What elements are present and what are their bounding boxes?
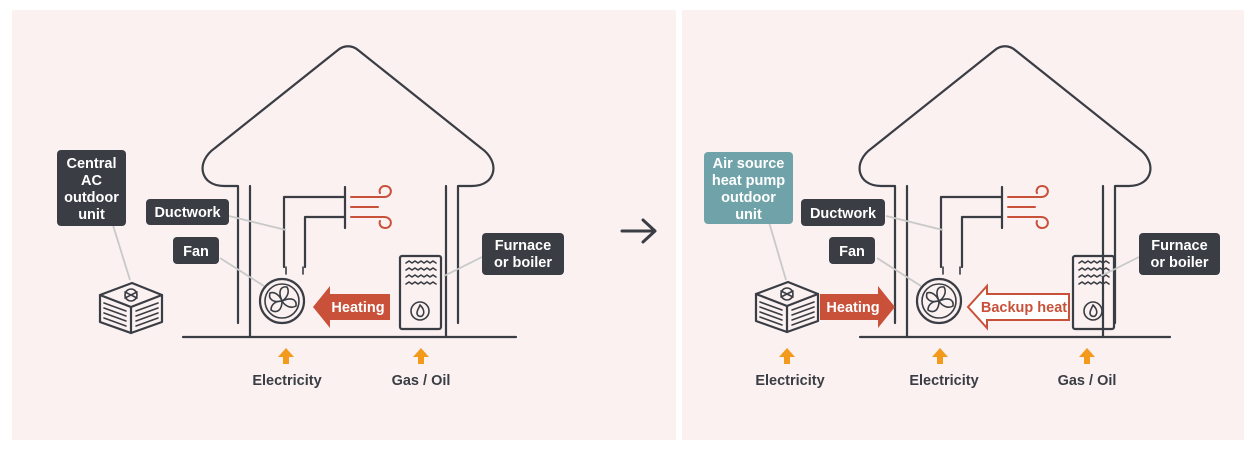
- heating-label: Heating: [826, 300, 879, 316]
- fan-icon: [915, 277, 963, 325]
- label-ductwork: Ductwork: [801, 199, 885, 226]
- heat-pump-outdoor-unit-icon: [754, 280, 820, 334]
- left-house: [181, 45, 518, 339]
- up-arrow-icon: [278, 348, 294, 364]
- left-electricity-source: Electricity: [252, 348, 322, 389]
- heat-pump-heating-arrow: Heating: [820, 286, 895, 328]
- label-fan: Fan: [173, 237, 219, 264]
- label-ductwork: Ductwork: [146, 199, 229, 225]
- furnace-icon: [1071, 254, 1116, 331]
- backup-heat-arrow: Backup heat: [966, 283, 1070, 331]
- right-gas-oil-source: Gas / Oil: [1058, 348, 1117, 389]
- right-fan-electricity-source: Electricity: [909, 348, 979, 389]
- svg-text:Electricity: Electricity: [252, 373, 321, 389]
- label-fan: Fan: [829, 237, 875, 264]
- svg-text:or boiler: or boiler: [1150, 255, 1208, 271]
- heating-arrow: Heating: [313, 286, 390, 328]
- fan-icon: [258, 277, 306, 325]
- warm-air-icon: [1007, 184, 1049, 230]
- svg-text:outdoor: outdoor: [64, 190, 119, 206]
- up-arrow-icon: [932, 348, 948, 364]
- svg-text:Electricity: Electricity: [755, 373, 824, 389]
- label-furnace-or-boiler: Furnace or boiler: [1139, 233, 1220, 275]
- right-ductwork: [939, 185, 1004, 275]
- svg-text:Fan: Fan: [183, 244, 209, 260]
- svg-text:Electricity: Electricity: [909, 373, 978, 389]
- svg-text:heat pump: heat pump: [712, 173, 785, 189]
- svg-text:Gas / Oil: Gas / Oil: [1058, 373, 1117, 389]
- svg-text:Ductwork: Ductwork: [810, 206, 877, 222]
- svg-text:AC: AC: [81, 173, 102, 189]
- svg-text:outdoor: outdoor: [721, 190, 776, 206]
- svg-text:Fan: Fan: [839, 244, 865, 260]
- label-air-source-heat-pump-outdoor-unit: Air source heat pump outdoor unit: [704, 152, 793, 224]
- heating-label: Heating: [331, 300, 384, 316]
- left-ductwork: [282, 185, 347, 275]
- label-central-ac-outdoor-unit: Central AC outdoor unit: [57, 150, 126, 226]
- svg-text:or boiler: or boiler: [494, 255, 552, 271]
- svg-text:Ductwork: Ductwork: [154, 205, 221, 221]
- warm-air-icon: [350, 184, 392, 230]
- left-gas-oil-source: Gas / Oil: [392, 348, 451, 389]
- backup-heat-label: Backup heat: [981, 300, 1067, 316]
- svg-text:Furnace: Furnace: [1151, 238, 1207, 254]
- up-arrow-icon: [1079, 348, 1095, 364]
- svg-text:unit: unit: [735, 207, 762, 223]
- furnace-icon: [398, 254, 443, 331]
- right-arrow-icon: [620, 218, 657, 244]
- right-heat-pump-electricity-source: Electricity: [755, 348, 825, 389]
- svg-text:Gas / Oil: Gas / Oil: [392, 373, 451, 389]
- ac-outdoor-unit-icon: [98, 281, 164, 335]
- up-arrow-icon: [413, 348, 429, 364]
- up-arrow-icon: [779, 348, 795, 364]
- svg-text:Central: Central: [67, 156, 117, 172]
- svg-text:Air source: Air source: [713, 156, 785, 172]
- label-furnace-or-boiler: Furnace or boiler: [482, 233, 564, 275]
- svg-text:unit: unit: [78, 207, 105, 223]
- right-house: [858, 45, 1172, 339]
- svg-text:Furnace: Furnace: [495, 238, 551, 254]
